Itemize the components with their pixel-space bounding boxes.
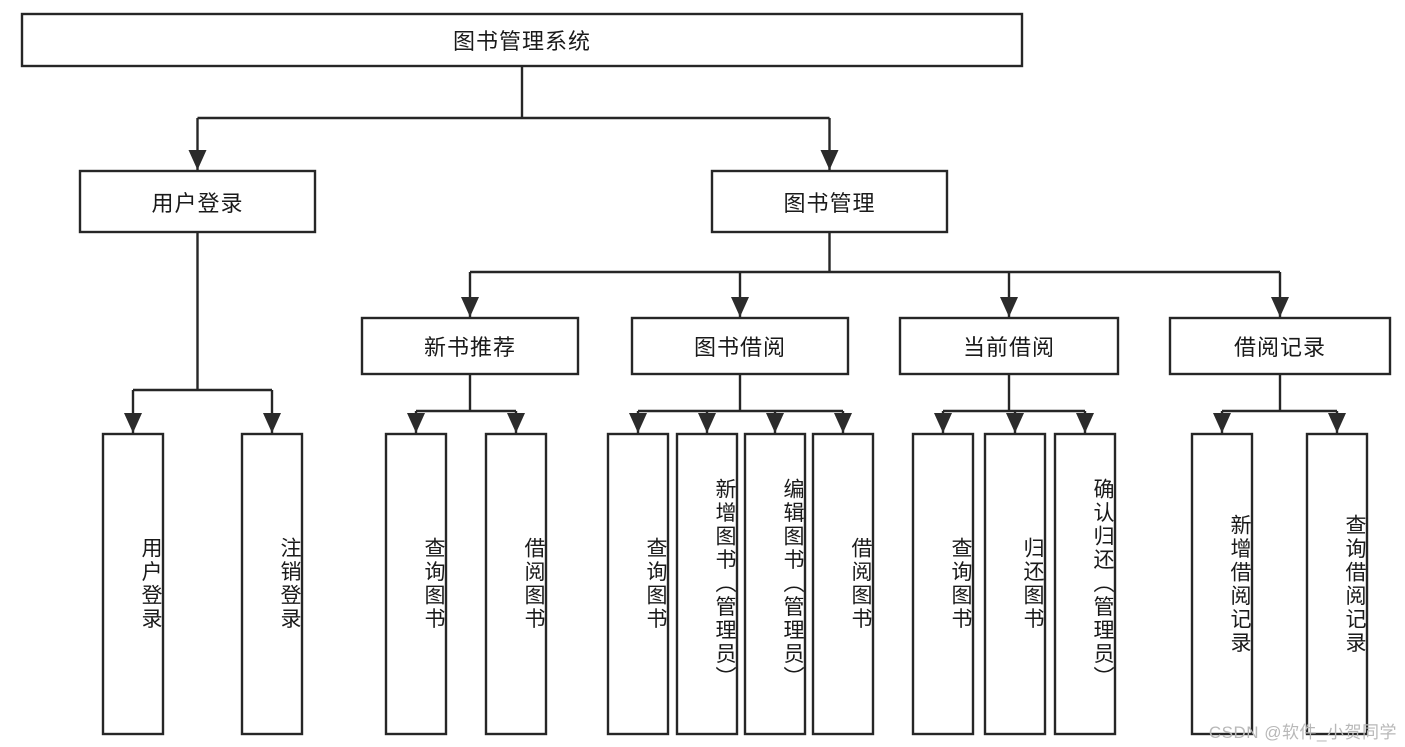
node-box-leaf-return-book[interactable] (983, 432, 1047, 736)
arrowhead-icon (1213, 413, 1231, 433)
node-box-leaf-query-record[interactable] (1305, 432, 1369, 736)
node-box-current-borrow[interactable] (898, 316, 1120, 376)
arrowhead-icon (1006, 413, 1024, 433)
arrowhead-icon (629, 413, 647, 433)
arrowhead-icon (820, 150, 839, 170)
node-box-leaf-query-book-3[interactable] (911, 432, 975, 736)
node-box-leaf-user-login[interactable] (101, 432, 165, 736)
arrowhead-icon (407, 413, 425, 433)
node-box-layer (20, 12, 1392, 736)
node-box-book-manage[interactable] (710, 169, 949, 234)
arrowhead-icon (834, 413, 852, 433)
arrowhead-icon (507, 413, 525, 433)
arrowhead-icon (1328, 413, 1346, 433)
node-box-leaf-query-book-2[interactable] (606, 432, 670, 736)
arrowhead-icon (124, 413, 142, 433)
arrowhead-icon (934, 413, 952, 433)
arrowhead-icon (698, 413, 716, 433)
arrowhead-icon (1076, 413, 1094, 433)
node-box-leaf-borrow-book-2[interactable] (811, 432, 875, 736)
node-box-leaf-user-logout[interactable] (240, 432, 304, 736)
node-box-root[interactable] (20, 12, 1024, 68)
arrowhead-icon (731, 297, 749, 317)
arrowhead-icon (461, 297, 479, 317)
connector-layer (124, 66, 1346, 433)
watermark: CSDN @软件_小贺同学 (1208, 723, 1397, 742)
node-box-new-book-recommend[interactable] (360, 316, 580, 376)
node-box-book-borrow[interactable] (630, 316, 850, 376)
node-box-leaf-query-book-1[interactable] (384, 432, 448, 736)
node-box-leaf-add-book[interactable] (675, 432, 739, 736)
node-box-leaf-edit-book[interactable] (743, 432, 807, 736)
node-box-leaf-borrow-book-1[interactable] (484, 432, 548, 736)
node-box-leaf-add-record[interactable] (1190, 432, 1254, 736)
arrowhead-icon (1271, 297, 1289, 317)
arrowhead-icon (188, 150, 207, 170)
node-box-borrow-record[interactable] (1168, 316, 1392, 376)
arrowhead-icon (1000, 297, 1018, 317)
node-box-user-login[interactable] (78, 169, 317, 234)
arrowhead-icon (263, 413, 281, 433)
node-box-leaf-confirm-return[interactable] (1053, 432, 1117, 736)
arrowhead-icon (766, 413, 784, 433)
